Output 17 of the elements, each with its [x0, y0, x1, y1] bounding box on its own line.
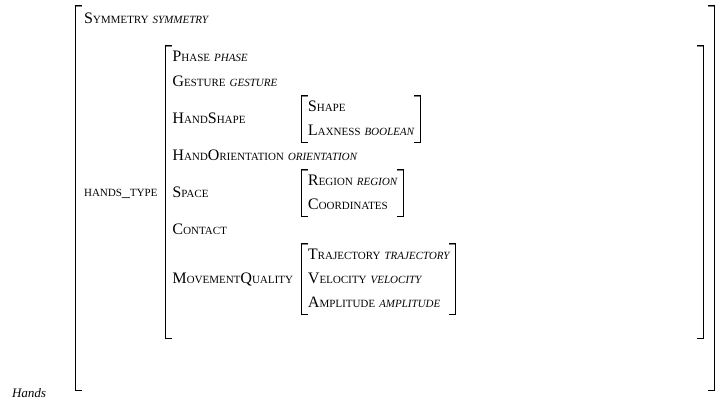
feature-label: Velocity velocity — [308, 269, 423, 289]
feature-value-text: HandOrientation orientation — [172, 146, 358, 166]
feature-label: Trajectory trajectory — [308, 245, 450, 265]
feature-label: HandShape — [172, 109, 246, 129]
feature-label: Coordinates — [308, 195, 389, 215]
feature-label: Laxness boolean — [308, 121, 414, 141]
matrix-type-label: Hands — [12, 385, 46, 401]
feature-value-text: Contact — [172, 220, 228, 240]
feature-label: Amplitude amplitude — [308, 293, 442, 313]
feature-label: MovementQuality — [172, 269, 293, 289]
feature-value-text: Gesture gesture — [172, 72, 278, 92]
feature-label: hands_type — [84, 182, 158, 202]
feature-value-text: Symmetry symmetry — [84, 9, 210, 29]
feature-value-text: Phase phase — [172, 47, 249, 67]
feature-label: Region region — [308, 171, 398, 191]
feature-label: Space — [172, 183, 210, 203]
feature-label: Shape — [308, 97, 347, 117]
